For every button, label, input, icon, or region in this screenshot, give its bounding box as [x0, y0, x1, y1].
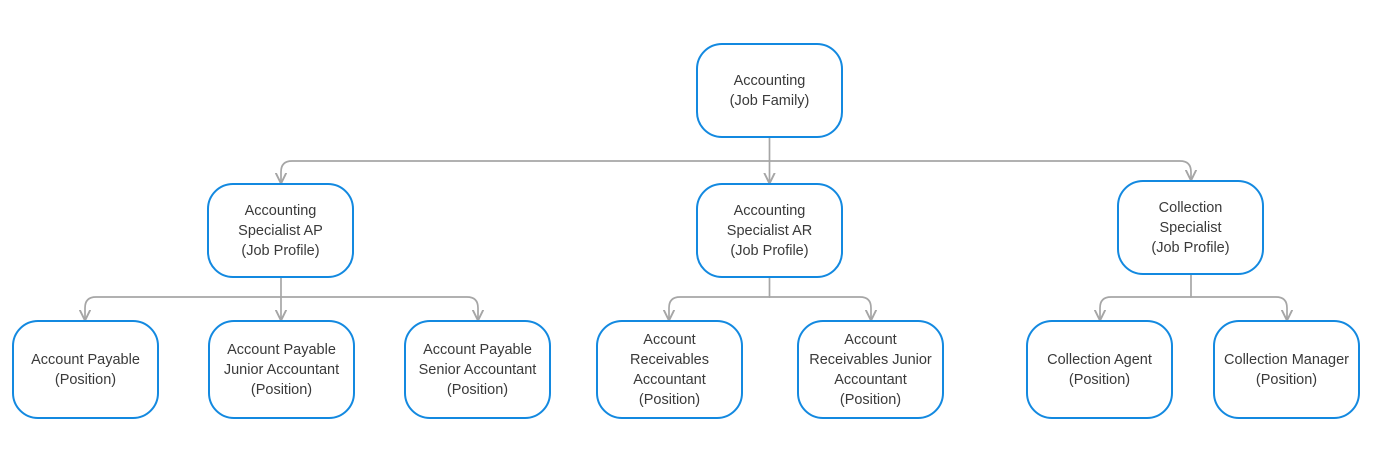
edge-ap-to-payable: [85, 296, 282, 320]
edge-ar-to-receivables-junior: [768, 296, 872, 320]
node-position-account-receivables-junior-accountant[interactable]: Account Receivables Junior Accountant (P…: [797, 320, 944, 419]
node-label: Account Payable Senior Accountant (Posit…: [418, 341, 537, 398]
node-job-family-accounting[interactable]: Accounting (Job Family): [696, 43, 843, 138]
node-label: Account Receivables Junior Accountant (P…: [809, 331, 932, 408]
node-job-profile-accounting-specialist-ar[interactable]: Accounting Specialist AR (Job Profile): [696, 183, 843, 278]
node-label: Collection Manager (Position): [1224, 351, 1349, 388]
node-label: Collection Specialist (Job Profile): [1151, 199, 1230, 256]
node-position-collection-agent[interactable]: Collection Agent (Position): [1026, 320, 1173, 419]
edge-collection-to-agent: [1100, 296, 1192, 320]
edge-ar-to-receivables: [669, 296, 771, 320]
node-position-account-receivables-accountant[interactable]: Account Receivables Accountant (Position…: [596, 320, 743, 419]
node-position-account-payable[interactable]: Account Payable (Position): [12, 320, 159, 419]
edge-family-to-ap: [281, 160, 771, 183]
node-label: Collection Agent (Position): [1047, 351, 1152, 388]
edge-collection-to-manager: [1190, 296, 1287, 320]
node-label: Accounting (Job Family): [729, 72, 810, 109]
node-position-account-payable-junior-accountant[interactable]: Account Payable Junior Accountant (Posit…: [208, 320, 355, 419]
node-label: Account Receivables Accountant (Position…: [630, 331, 709, 408]
edge-family-to-collection: [768, 160, 1192, 180]
node-position-account-payable-senior-accountant[interactable]: Account Payable Senior Accountant (Posit…: [404, 320, 551, 419]
node-job-profile-accounting-specialist-ap[interactable]: Accounting Specialist AP (Job Profile): [207, 183, 354, 278]
edge-ap-to-payable-senior: [280, 296, 478, 320]
node-position-collection-manager[interactable]: Collection Manager (Position): [1213, 320, 1360, 419]
node-label: Account Payable (Position): [31, 351, 140, 388]
node-label: Accounting Specialist AP (Job Profile): [238, 202, 323, 259]
node-job-profile-collection-specialist[interactable]: Collection Specialist (Job Profile): [1117, 180, 1264, 275]
node-label: Accounting Specialist AR (Job Profile): [726, 202, 813, 259]
node-label: Account Payable Junior Accountant (Posit…: [223, 341, 340, 398]
